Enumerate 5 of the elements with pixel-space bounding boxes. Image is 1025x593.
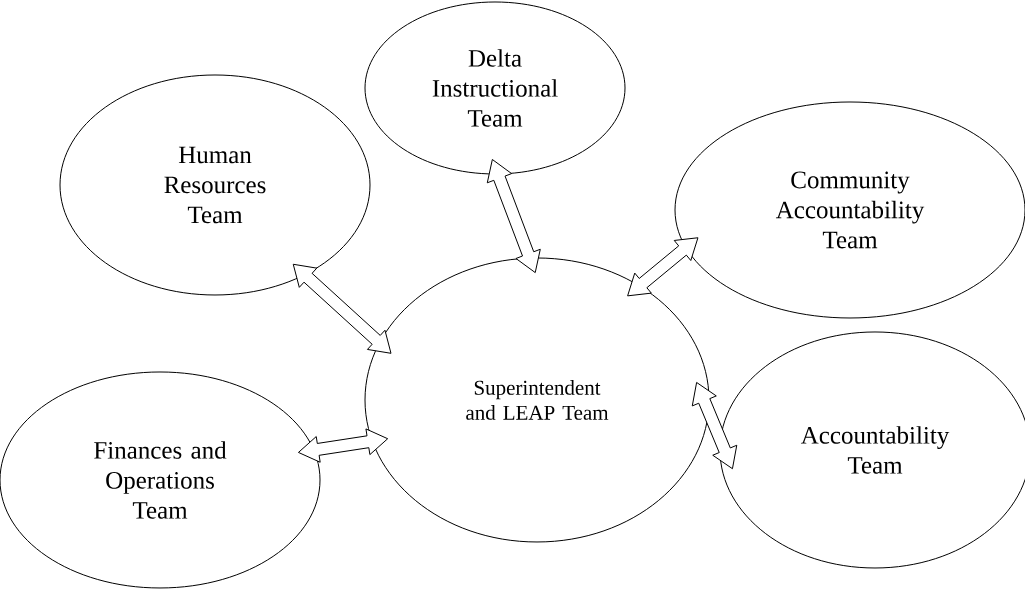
- double-arrow: [486, 159, 541, 274]
- double-arrow: [691, 381, 738, 470]
- double-arrow: [297, 428, 389, 463]
- double-arrow: [627, 237, 699, 297]
- double-arrow: [292, 263, 392, 354]
